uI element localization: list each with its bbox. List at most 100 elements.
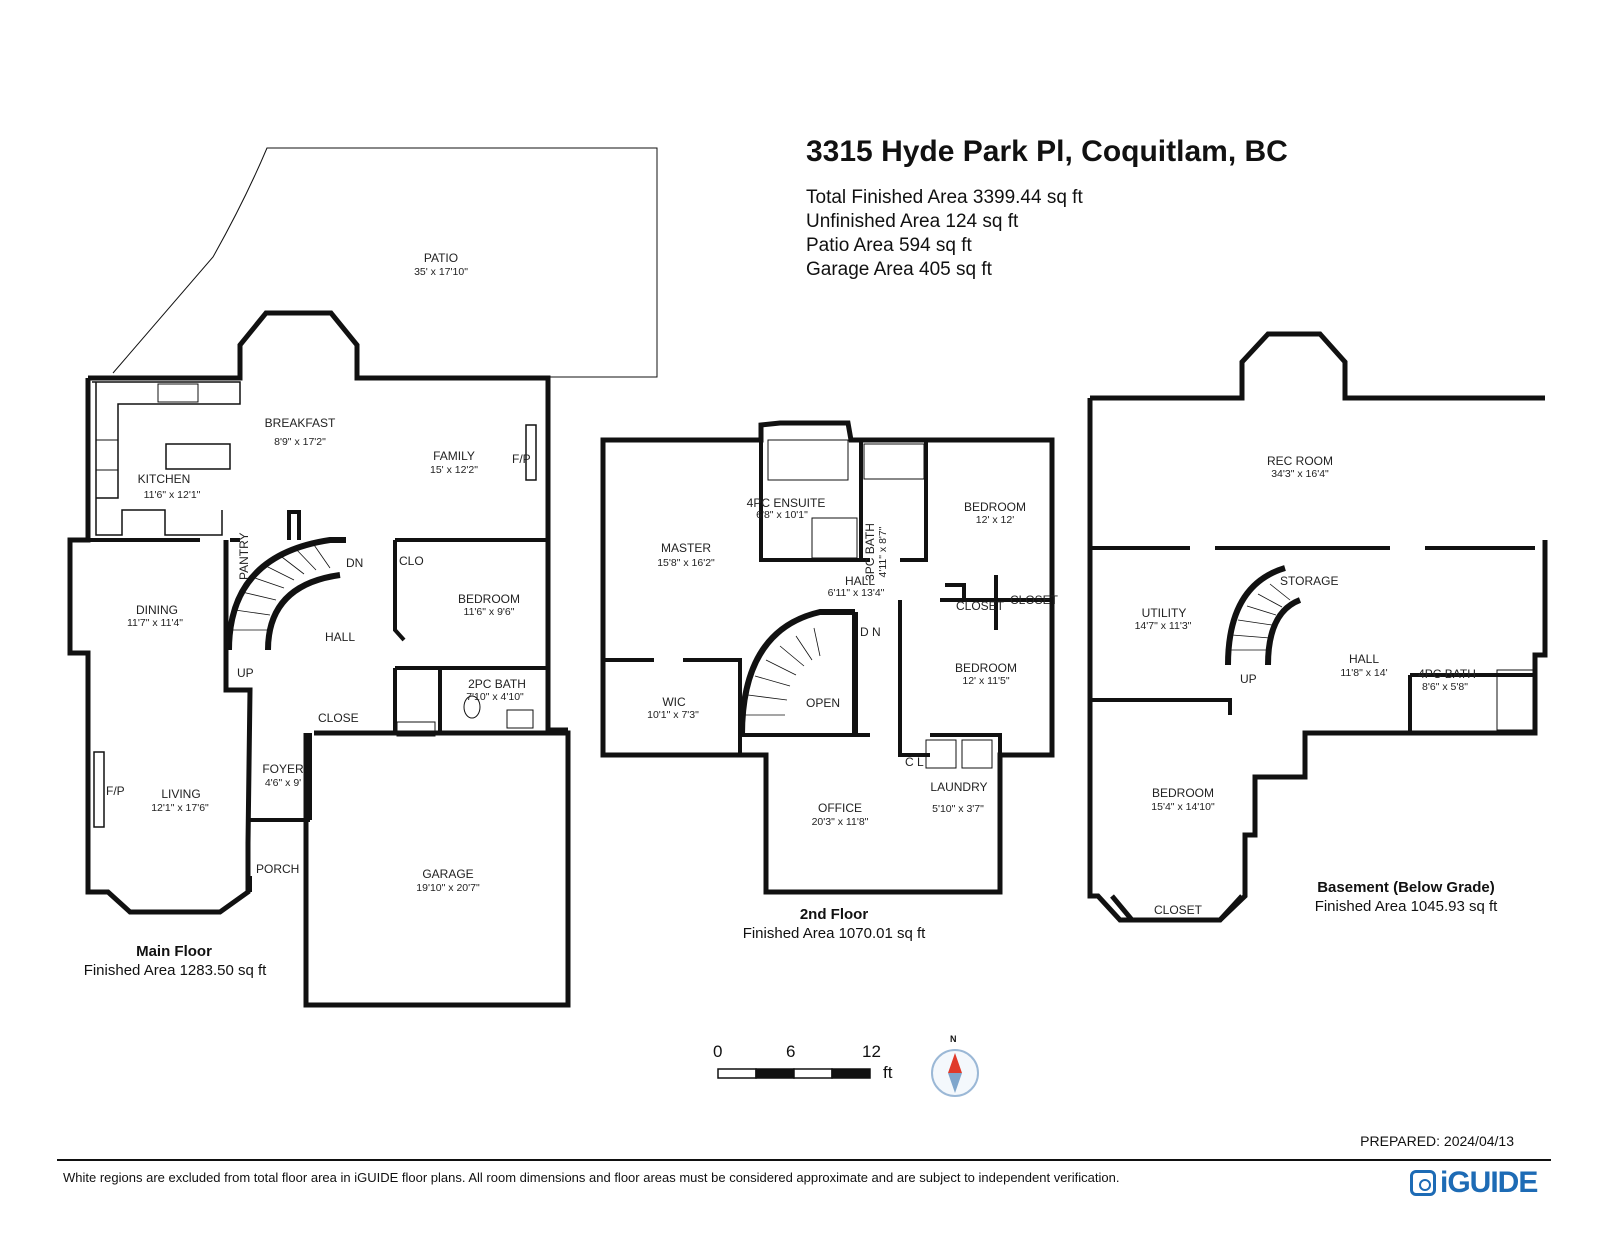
room-master-dim: 15'8" x 16'2": [657, 557, 715, 569]
room-master: MASTER: [661, 541, 711, 555]
room-3pc-bath: 3PC BATH: [863, 523, 877, 581]
iguide-logo-text: iGUIDE: [1440, 1166, 1538, 1199]
room-rec: REC ROOM: [1267, 454, 1333, 468]
room-garage-dim: 19'10" x 20'7": [416, 882, 480, 894]
toilet: [463, 695, 481, 719]
room-wic: WIC: [662, 695, 686, 709]
room-garage: GARAGE: [422, 867, 473, 881]
room-hall-b-dim: 11'8" x 14': [1340, 667, 1387, 679]
basement-stairs-treads: [1230, 583, 1291, 651]
room-office-dim: 20'3" x 11'8": [812, 816, 869, 828]
label-dn-2nd: D N: [860, 625, 881, 639]
room-bedroom-2a-dim: 12' x 12': [976, 514, 1014, 526]
room-hall-2-dim: 6'11" x 13'4": [828, 587, 885, 599]
room-bedroom-main: BEDROOM: [458, 592, 520, 606]
basement-interior-wall: [1088, 546, 1535, 896]
scale-unit: ft: [883, 1063, 893, 1082]
room-4pc-bath: 4PC BATH: [1418, 667, 1476, 681]
basement-tub: [1496, 669, 1534, 731]
label-closet-basement: CLOSET: [1154, 903, 1203, 917]
basement-floor-name: Basement (Below Grade): [1317, 879, 1495, 896]
property-title: 3315 Hyde Park Pl, Coquitlam, BC: [806, 135, 1288, 168]
room-family-dim: 15' x 12'2": [430, 464, 478, 476]
kitchen-stove: [95, 439, 119, 471]
garage-area: Garage Area 405 sq ft: [806, 259, 992, 280]
room-breakfast-dim: 8'9" x 17'2": [274, 436, 326, 448]
scale-bar-segment-1: [717, 1068, 757, 1079]
scale-bar-segment-3: [793, 1068, 833, 1079]
room-bedroom-b-dim: 15'4" x 14'10": [1151, 801, 1215, 813]
room-bedroom-2b: BEDROOM: [955, 661, 1017, 675]
label-fp-family: F/P: [512, 452, 531, 466]
bath-3pc-shower: [863, 443, 925, 480]
scale-bar-segment-4: [831, 1068, 871, 1079]
family-fireplace: [525, 424, 537, 481]
iguide-logo: iGUIDE: [1410, 1166, 1538, 1200]
room-foyer-dim: 4'6" x 9': [265, 777, 301, 789]
compass-needle-north: [948, 1053, 962, 1073]
room-patio: PATIO: [424, 251, 458, 265]
ensuite-shower: [811, 517, 858, 559]
main-staircase: [226, 537, 346, 651]
label-dn-main: DN: [346, 556, 363, 570]
label-porch: PORCH: [256, 862, 299, 876]
kitchen-island: [165, 443, 231, 470]
compass-north-label: N: [950, 1034, 957, 1044]
scale-tick-12: 12: [862, 1042, 881, 1061]
second-floor-interior-wall: [603, 440, 1052, 757]
label-up-main: UP: [237, 666, 254, 680]
label-hall-main: HALL: [325, 630, 355, 644]
label-up-basement: UP: [1240, 672, 1257, 686]
main-floor-exterior-wall: [67, 310, 568, 915]
room-bedroom-main-dim: 11'6" x 9'6": [464, 606, 515, 618]
second-floor-name: 2nd Floor: [799, 906, 869, 923]
room-living-dim: 12'1" x 17'6": [151, 802, 209, 814]
living-fireplace: [93, 751, 105, 828]
prepared-date: PREPARED: 2024/04/13: [1360, 1133, 1514, 1149]
second-floor-stairs: [739, 609, 858, 736]
main-staircase-treads: [232, 541, 331, 631]
main-floor-area: Finished Area 1283.50 sq ft: [83, 962, 267, 979]
room-living: LIVING: [161, 787, 200, 801]
laundry-dryer: [961, 739, 993, 769]
total-finished-area: Total Finished Area 3399.44 sq ft: [806, 187, 1083, 208]
room-3pc-bath-dim: 4'11" x 8'7": [877, 526, 889, 577]
label-clo: CLO: [399, 554, 424, 568]
ensuite-tub: [767, 439, 849, 481]
second-floor-exterior-wall: [600, 420, 1055, 895]
main-floor-interior-wall: [88, 510, 548, 892]
closet-step: [396, 721, 436, 737]
room-ensuite-dim: 6'8" x 10'1": [756, 509, 808, 521]
room-2pc-bath: 2PC BATH: [468, 677, 526, 691]
room-ensuite: 4PC ENSUITE: [747, 496, 826, 510]
patio-outline: [112, 147, 658, 378]
room-utility-dim: 14'7" x 11'3": [1135, 620, 1192, 632]
unfinished-area: Unfinished Area 124 sq ft: [806, 211, 1019, 232]
basement-floor-area: Finished Area 1045.93 sq ft: [1314, 898, 1498, 915]
footer-divider: [57, 1159, 1551, 1161]
main-floor-name: Main Floor: [136, 943, 212, 960]
room-utility: UTILITY: [1142, 606, 1187, 620]
scale-tick-6: 6: [786, 1042, 796, 1061]
laundry-washer: [925, 739, 957, 769]
label-open: OPEN: [806, 696, 840, 710]
room-bedroom-b: BEDROOM: [1152, 786, 1214, 800]
kitchen-sink: [157, 383, 199, 403]
room-4pc-bath-dim: 8'6" x 5'8": [1422, 681, 1468, 693]
garage-wall: [303, 730, 571, 1008]
label-fp-living: F/P: [106, 784, 125, 798]
label-storage: STORAGE: [1280, 574, 1338, 588]
room-patio-dim: 35' x 17'10": [414, 266, 468, 278]
compass-needle-south: [948, 1073, 962, 1093]
room-rec-dim: 34'3" x 16'4": [1271, 468, 1329, 480]
basement-closet-bay: [1110, 894, 1244, 923]
iguide-logo-icon: [1410, 1170, 1436, 1196]
room-2pc-bath-dim: 7'10" x 4'10": [466, 691, 524, 703]
room-office: OFFICE: [818, 801, 862, 815]
label-close: CLOSE: [318, 711, 359, 725]
label-closet-2b: CLOSET: [1010, 593, 1059, 607]
room-kitchen: KITCHEN: [138, 472, 191, 486]
scale-tick-0: 0: [713, 1042, 723, 1061]
room-bedroom-2a: BEDROOM: [964, 500, 1026, 514]
